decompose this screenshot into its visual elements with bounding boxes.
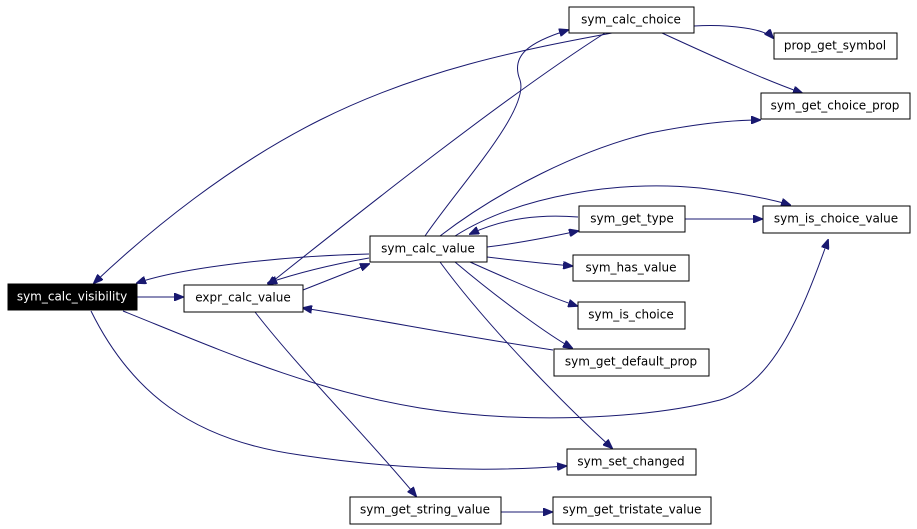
node-label: sym_get_choice_prop [771, 99, 900, 113]
edge-expr-calc-value-to-sym-calc-value [302, 264, 369, 291]
node-sym-calc-value[interactable]: sym_calc_value [369, 235, 488, 263]
node-sym-get-type[interactable]: sym_get_type [578, 205, 686, 233]
node-sym-get-choice-prop[interactable]: sym_get_choice_prop [760, 92, 911, 120]
edge-layer [90, 25, 828, 512]
node-label: sym_calc_visibility [17, 290, 127, 304]
edge-sym-calc-choice-to-sym-calc-visibility [94, 32, 613, 283]
edge-sym-calc-value-to-sym-is-choice [469, 261, 577, 306]
node-sym-is-choice-value[interactable]: sym_is_choice_value [762, 205, 911, 234]
node-expr-calc-value[interactable]: expr_calc_value [183, 284, 304, 313]
edge-expr-calc-value-to-sym-get-string-value [254, 311, 416, 496]
node-sym-calc-choice[interactable]: sym_calc_choice [568, 6, 695, 34]
node-prop-get-symbol[interactable]: prop_get_symbol [773, 32, 898, 60]
edge-sym-calc-value-to-sym-get-choice-prop [439, 120, 760, 237]
node-sym-has-value[interactable]: sym_has_value [572, 254, 690, 282]
node-sym-get-tristate-value[interactable]: sym_get_tristate_value [552, 496, 712, 525]
edge-sym-calc-value-to-expr-calc-value [268, 257, 370, 283]
node-label: sym_calc_choice [581, 13, 681, 27]
edge-sym-calc-value-to-sym-get-default-prop [454, 261, 572, 348]
node-label: prop_get_symbol [784, 39, 886, 53]
edge-sym-calc-value-to-sym-calc-choice [424, 30, 568, 237]
edge-sym-get-type-to-sym-calc-value [470, 215, 579, 234]
edge-sym-calc-value-to-sym-get-type [486, 231, 578, 248]
node-label: sym_is_choice [588, 308, 674, 322]
node-sym-set-changed[interactable]: sym_set_changed [566, 448, 697, 476]
node-label: expr_calc_value [195, 291, 290, 305]
node-label: sym_get_tristate_value [563, 503, 702, 517]
node-label: sym_is_choice_value [774, 212, 898, 226]
edge-sym-calc-value-to-sym-is-choice-value [454, 185, 790, 237]
edge-sym-calc-choice-to-sym-get-choice-prop [661, 32, 802, 93]
node-sym-get-string-value[interactable]: sym_get_string_value [349, 496, 502, 525]
node-label: sym_get_default_prop [565, 355, 697, 369]
node-label: sym_get_type [590, 212, 674, 226]
node-label: sym_get_string_value [360, 503, 490, 517]
edge-sym-calc-visibility-to-sym-set-changed [90, 310, 566, 469]
node-layer: sym_calc_visibility expr_calc_value sym_… [7, 6, 911, 525]
node-sym-get-default-prop[interactable]: sym_get_default_prop [553, 348, 710, 377]
edge-sym-calc-choice-to-expr-calc-value [268, 32, 606, 285]
node-label: sym_set_changed [577, 455, 684, 469]
edge-sym-calc-value-to-sym-set-changed [439, 261, 612, 448]
node-label: sym_has_value [585, 261, 676, 275]
node-sym-is-choice[interactable]: sym_is_choice [577, 301, 686, 330]
node-label: sym_calc_value [381, 242, 475, 256]
node-sym-calc-visibility[interactable]: sym_calc_visibility [7, 283, 138, 311]
edge-sym-calc-visibility-to-sym-is-choice-value [122, 240, 828, 419]
edge-sym-calc-choice-to-prop-get-symbol [693, 25, 773, 38]
edge-sym-get-default-prop-to-expr-calc-value [303, 308, 554, 351]
edge-sym-calc-value-to-sym-has-value [486, 256, 572, 266]
edge-sym-calc-value-to-sym-calc-visibility [137, 253, 370, 283]
